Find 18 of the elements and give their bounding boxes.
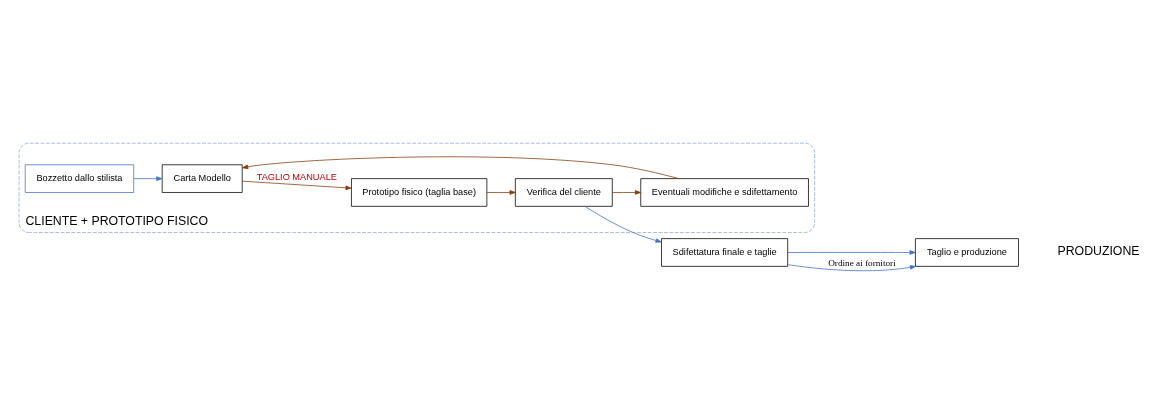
node-box: Sdifettatura finale e taglie [661, 237, 789, 267]
label: PRODUZIONE [1057, 243, 1140, 258]
arrow [611, 189, 642, 195]
arrow [241, 180, 352, 190]
arrow [787, 263, 916, 271]
edge-label: TAGLIO MANUALE [256, 171, 337, 182]
arrow [584, 205, 662, 243]
arrow [133, 175, 163, 181]
node-box: Prototipo fisico (taglia base) [351, 177, 488, 207]
arrow [787, 249, 916, 255]
node-box: Verifica del cliente [514, 177, 613, 207]
node-box: Taglio e produzione [915, 237, 1019, 267]
node-box: Bozzetto dallo stilista [24, 163, 135, 193]
arrow [242, 155, 680, 179]
node-box: Eventuali modifiche e sdifettamento [640, 177, 809, 207]
node-box: Carta Modello [161, 163, 243, 193]
arrow [486, 189, 516, 195]
edge-label: Ordine ai fornitori [828, 257, 896, 268]
